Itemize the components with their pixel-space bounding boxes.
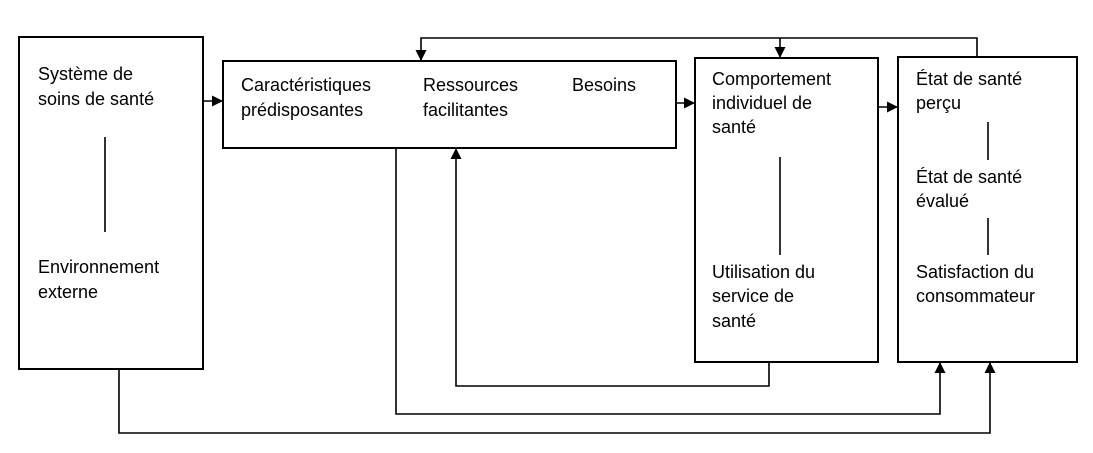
label-perceived-health: État de santé perçu (916, 69, 1027, 113)
box-outcomes (897, 56, 1078, 363)
label-behavior: Comportement individuel de santé (712, 69, 836, 137)
label-needs: Besoins (572, 75, 636, 95)
box-environment (18, 36, 204, 370)
label-satisfaction: Satisfaction du consommateur (916, 262, 1039, 306)
feedback-outcomes-to-characteristics (415, 37, 978, 61)
label-enabling: Ressources facilitantes (423, 75, 523, 120)
arrow-environment-to-outcomes (118, 362, 996, 434)
box-population-characteristics (222, 60, 677, 149)
feedback-behavior-to-enabling (450, 148, 770, 387)
label-environment: Environnement externe (38, 257, 164, 302)
label-health-system: Système de soins de santé (38, 64, 154, 109)
arrow-characteristics-to-outcomes (395, 148, 946, 415)
label-service-use: Utilisation du service de santé (712, 262, 820, 331)
label-predisposing: Caractéristiques prédisposantes (241, 75, 376, 120)
label-evaluated-health: État de santé évalué (916, 167, 1027, 211)
box-health-behavior (694, 57, 879, 363)
